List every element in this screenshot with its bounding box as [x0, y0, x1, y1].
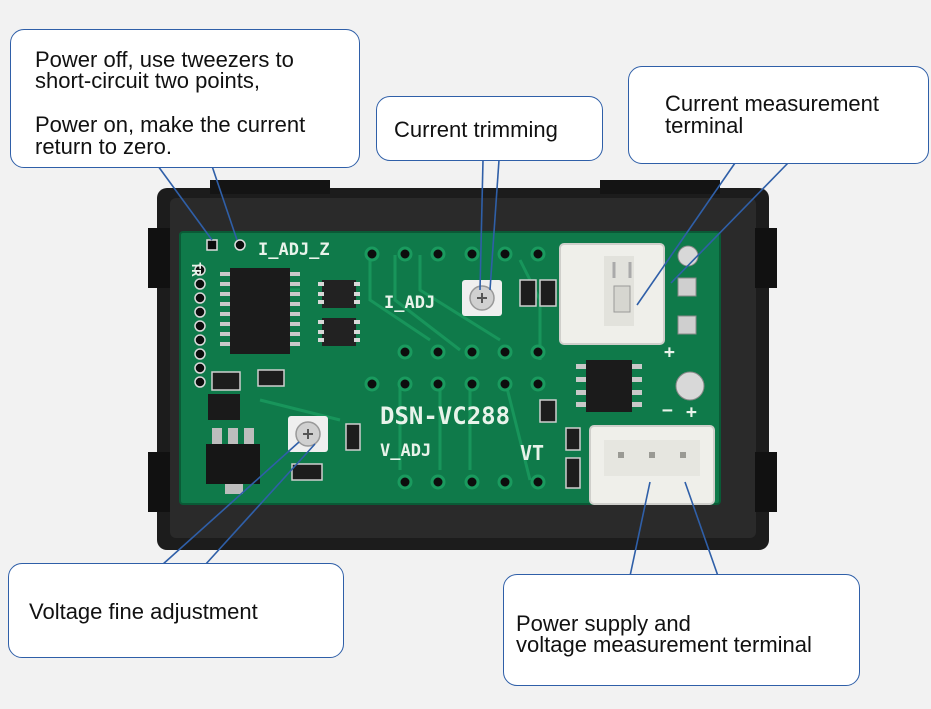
leader-current-terminal-1 — [636, 162, 736, 306]
callout-current-terminal-line1: Current measurement — [665, 91, 879, 116]
pcb-label-minus: − — [662, 400, 673, 421]
i-adj-z-pad-round — [234, 239, 246, 251]
callout-current-trimming: Current trimming — [376, 96, 603, 161]
main-ic-chip — [230, 268, 290, 354]
leader-power-supply-2 — [684, 481, 719, 577]
op-amp-chip — [586, 360, 632, 412]
pcb-label-v-adj: V_ADJ — [380, 441, 431, 461]
pcb-label-model: DSN-VC288 — [380, 402, 510, 430]
leader-current-terminal-2 — [670, 162, 789, 284]
callout-current-terminal: Current measurement terminal — [628, 66, 929, 164]
pcb-label-tr: TR — [189, 262, 203, 277]
callout-power-supply: Power supply and voltage measurement ter… — [503, 574, 860, 686]
pcb-label-plus: + — [686, 402, 697, 423]
leader-voltage-fine-2 — [204, 443, 316, 566]
callout-power-supply-line1: Power supply and — [516, 611, 691, 636]
leader-voltage-fine-1 — [161, 441, 300, 566]
pcb-label-plus-top: + — [664, 342, 675, 363]
callout-power-off-line3: Power on, make the current — [35, 112, 306, 137]
callout-current-terminal-line2: terminal — [665, 113, 744, 138]
voltage-regulator — [206, 444, 260, 484]
pcb-label-i-adj: I_ADJ — [384, 293, 435, 313]
callout-voltage-fine-line1: Voltage fine adjustment — [29, 599, 258, 624]
leader-current-trimming-2 — [489, 159, 500, 291]
pcb-label-vt: VT — [520, 441, 544, 465]
callout-power-off: Power off, use tweezers to short-circuit… — [10, 29, 360, 168]
callout-power-off-line4: return to zero. — [35, 134, 172, 159]
callout-voltage-fine: Voltage fine adjustment — [8, 563, 344, 658]
leader-power-supply-1 — [629, 481, 651, 577]
leader-power-off-2 — [211, 165, 238, 241]
leader-current-trimming-1 — [479, 159, 484, 291]
i-adj-z-pad-square — [206, 239, 218, 251]
callout-current-trimming-line1: Current trimming — [394, 117, 558, 142]
pcb-label-i-adj-z: I_ADJ_Z — [258, 240, 330, 260]
callout-power-supply-line2: voltage measurement terminal — [516, 632, 812, 657]
callout-power-off-line2: short-circuit two points, — [35, 68, 260, 93]
leader-power-off-1 — [157, 165, 213, 241]
callout-power-off-line1: Power off, use tweezers to — [35, 47, 294, 72]
